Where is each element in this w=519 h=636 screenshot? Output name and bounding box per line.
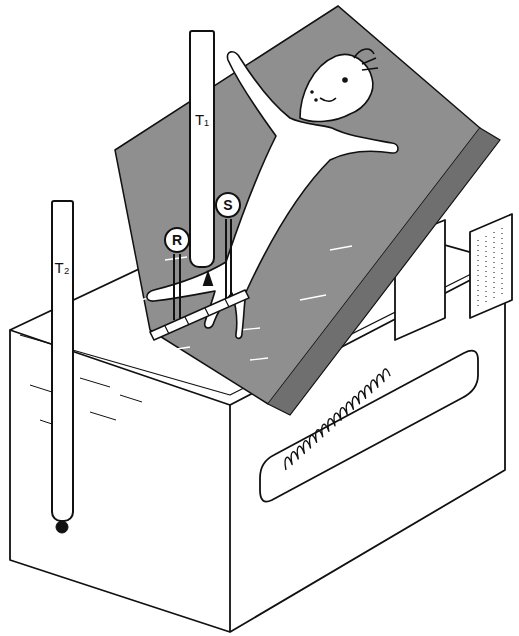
dog-whisker-dot xyxy=(315,99,317,101)
side-box-dots xyxy=(478,228,502,310)
probe-rod-s xyxy=(226,219,231,300)
tank-edge xyxy=(229,405,231,632)
cuff-rings xyxy=(165,299,229,334)
thermometer-bulb xyxy=(56,521,68,533)
leg-cuff xyxy=(150,290,249,340)
probe-circle: R xyxy=(164,227,190,253)
node-label: T₂ xyxy=(55,260,70,275)
thermometer-tube: T₂ xyxy=(51,200,74,522)
dog-body xyxy=(147,52,398,339)
dog-whisker-dot xyxy=(311,91,313,93)
probe-circle: S xyxy=(215,192,241,218)
side-box xyxy=(470,214,512,318)
dog-head xyxy=(300,54,373,121)
node-label: T₁ xyxy=(195,112,209,127)
dog-mouth xyxy=(320,98,336,101)
node-label: R xyxy=(172,233,182,247)
probe-rod-r xyxy=(174,254,180,320)
thermometer-tube: T₁ xyxy=(189,30,215,268)
dog-ear xyxy=(354,49,378,70)
water-line xyxy=(30,378,142,426)
dog-eye xyxy=(343,78,347,82)
node-label: S xyxy=(223,198,232,212)
dog xyxy=(147,49,398,338)
probe-tip xyxy=(204,273,212,285)
